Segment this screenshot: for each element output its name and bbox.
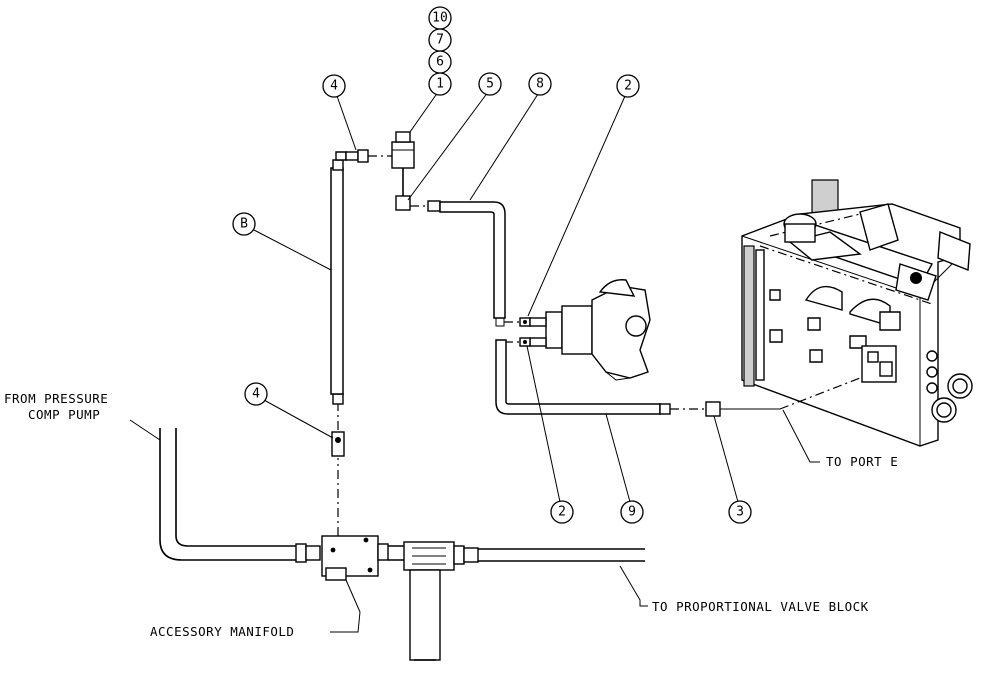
callout-2-bottom-text: 2 <box>558 505 566 520</box>
callout-9-text: 9 <box>628 505 636 520</box>
pressure-supply-line <box>159 428 321 563</box>
pump-motor <box>529 279 651 381</box>
callout-5-text: 5 <box>486 77 494 92</box>
hose-9 <box>495 337 780 417</box>
callout-10-text: 10 <box>432 11 448 26</box>
accessory-manifold-label: ACCESSORY MANIFOLD <box>150 624 294 639</box>
callout-4-top: 4 <box>322 74 346 98</box>
tee-block <box>403 541 645 661</box>
callout-4-low-text: 4 <box>252 387 260 402</box>
callout-1: 1 <box>428 72 452 96</box>
tank-frame <box>741 179 973 447</box>
callout-7-text: 7 <box>436 33 444 48</box>
callout-3-text: 3 <box>736 505 744 520</box>
callout-7: 7 <box>428 28 452 52</box>
callout-5: 5 <box>478 72 502 96</box>
to-valve-block-label: TO PROPORTIONAL VALVE BLOCK <box>652 599 869 614</box>
callout-8: 8 <box>528 72 552 96</box>
callout-b: B <box>232 212 256 236</box>
callout-4-top-text: 4 <box>330 79 338 94</box>
callout-2-bottom: 2 <box>550 500 574 524</box>
callout-4-low: 4 <box>244 382 268 406</box>
hose-8 <box>427 200 531 327</box>
callout-6: 6 <box>428 50 452 74</box>
to-port-e-label: TO PORT E <box>826 454 898 469</box>
callout-1-text: 1 <box>436 77 444 92</box>
callout-10: 10 <box>428 6 452 30</box>
callout-9: 9 <box>620 500 644 524</box>
callout-b-text: B <box>240 217 248 232</box>
callout-2-top-text: 2 <box>624 79 632 94</box>
valve-item-1 <box>391 131 428 211</box>
from-pump-label-line1: FROM PRESSURE <box>4 391 108 406</box>
leader-lines <box>129 91 820 633</box>
callout-6-text: 6 <box>436 55 444 70</box>
callout-3: 3 <box>728 500 752 524</box>
callout-2-top: 2 <box>616 74 640 98</box>
callout-8-text: 8 <box>536 77 544 92</box>
from-pump-label-line2: COMP PUMP <box>28 407 100 422</box>
accessory-manifold <box>321 535 404 581</box>
hose-b-assembly <box>330 149 392 536</box>
